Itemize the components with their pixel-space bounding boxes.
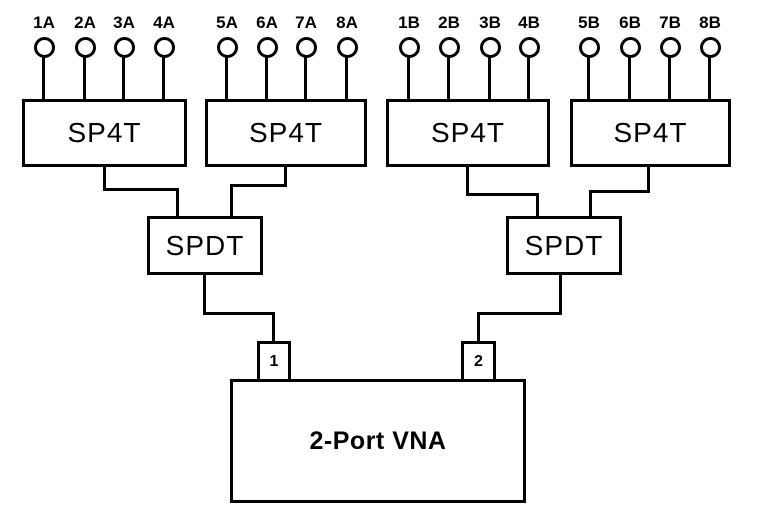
sp4t-switch-4: SP4T: [570, 99, 731, 167]
wire-sp4t2-out: [284, 164, 287, 187]
port-stem-wire-8B: [708, 55, 711, 102]
port-connector-5A: [217, 37, 238, 58]
port-connector-4B: [519, 37, 540, 58]
port-connector-3B: [480, 37, 501, 58]
port-label-2B: 2B: [438, 13, 460, 32]
port-stem-wire-2A: [83, 55, 86, 102]
port-connector-6A: [257, 37, 278, 58]
port-connector-2B: [439, 37, 460, 58]
port-label-3A: 3A: [113, 13, 135, 32]
port-label-1B: 1B: [398, 13, 420, 32]
port-stem-wire-1B: [407, 55, 410, 102]
port-label-8A: 8A: [336, 13, 358, 32]
port-connector-5B: [579, 37, 600, 58]
port-stem-wire-3A: [122, 55, 125, 102]
port-label-5B: 5B: [578, 13, 600, 32]
port-stem-wire-5B: [587, 55, 590, 102]
wire-spdt2-out: [559, 272, 562, 315]
vna-port-2: 2: [461, 341, 496, 382]
wire-spdt2-in-right: [589, 190, 592, 219]
port-label-1A: 1A: [33, 13, 55, 32]
wire-spdt1-in-right: [230, 184, 233, 219]
port-label-4A: 4A: [153, 13, 175, 32]
port-stem-wire-5A: [225, 55, 228, 102]
wire-spdt1-in-left: [176, 188, 179, 219]
sp4t-switch-4-label: SP4T: [613, 117, 688, 148]
wire-sp4t3-horizontal: [466, 193, 539, 196]
port-stem-wire-6B: [628, 55, 631, 102]
wire-spdt1-out-horizontal: [203, 312, 275, 315]
port-connector-4A: [154, 37, 175, 58]
vna-port-2-label: 2: [474, 352, 483, 370]
port-stem-wire-6A: [265, 55, 268, 102]
port-connector-1A: [34, 37, 55, 58]
port-stem-wire-1A: [42, 55, 45, 102]
wire-sp4t1-out: [103, 164, 106, 191]
port-stem-wire-2B: [447, 55, 450, 102]
spdt-switch-2-label: SPDT: [524, 229, 604, 261]
vna-box: 2-Port VNA: [230, 379, 526, 503]
sp4t-switch-2: SP4T: [205, 99, 367, 167]
port-label-5A: 5A: [216, 13, 238, 32]
port-connector-6B: [620, 37, 641, 58]
port-connector-7B: [660, 37, 681, 58]
wire-vna-port1-in: [272, 312, 275, 344]
port-connector-7A: [296, 37, 317, 58]
wire-sp4t1-horizontal: [103, 188, 179, 191]
port-connector-1B: [399, 37, 420, 58]
wire-sp4t4-out: [647, 164, 650, 193]
port-label-6B: 6B: [619, 13, 641, 32]
wire-vna-port2-in: [477, 312, 480, 344]
port-label-8B: 8B: [699, 13, 721, 32]
port-label-6A: 6A: [256, 13, 278, 32]
port-connector-2A: [75, 37, 96, 58]
port-label-7B: 7B: [659, 13, 681, 32]
spdt-switch-1-label: SPDT: [165, 229, 245, 261]
sp4t-switch-1-label: SP4T: [67, 117, 142, 148]
vna-box-label: 2-Port VNA: [309, 426, 447, 455]
port-stem-wire-7A: [304, 55, 307, 102]
port-stem-wire-7B: [668, 55, 671, 102]
port-label-2A: 2A: [74, 13, 96, 32]
port-connector-8A: [337, 37, 358, 58]
wire-spdt2-out-horizontal: [477, 312, 562, 315]
wire-sp4t4-horizontal: [589, 190, 650, 193]
spdt-switch-1: SPDT: [147, 216, 263, 275]
port-label-3B: 3B: [479, 13, 501, 32]
port-connector-3A: [114, 37, 135, 58]
port-stem-wire-4B: [527, 55, 530, 102]
port-connector-8B: [700, 37, 721, 58]
port-stem-wire-8A: [345, 55, 348, 102]
wire-spdt2-in-left: [536, 193, 539, 219]
spdt-switch-2: SPDT: [506, 216, 622, 275]
port-stem-wire-3B: [488, 55, 491, 102]
sp4t-switch-3-label: SP4T: [430, 117, 506, 148]
wire-spdt1-out: [203, 272, 206, 315]
vna-port-1: 1: [257, 341, 291, 382]
sp4t-switch-2-label: SP4T: [248, 117, 324, 148]
vna-port-1-label: 1: [269, 352, 279, 370]
port-label-4B: 4B: [518, 13, 540, 32]
wire-sp4t2-horizontal: [230, 184, 287, 187]
wire-sp4t3-out: [466, 164, 469, 196]
sp4t-switch-3: SP4T: [386, 99, 550, 167]
port-stem-wire-4A: [162, 55, 165, 102]
sp4t-switch-1: SP4T: [22, 99, 187, 167]
port-label-7A: 7A: [295, 13, 317, 32]
